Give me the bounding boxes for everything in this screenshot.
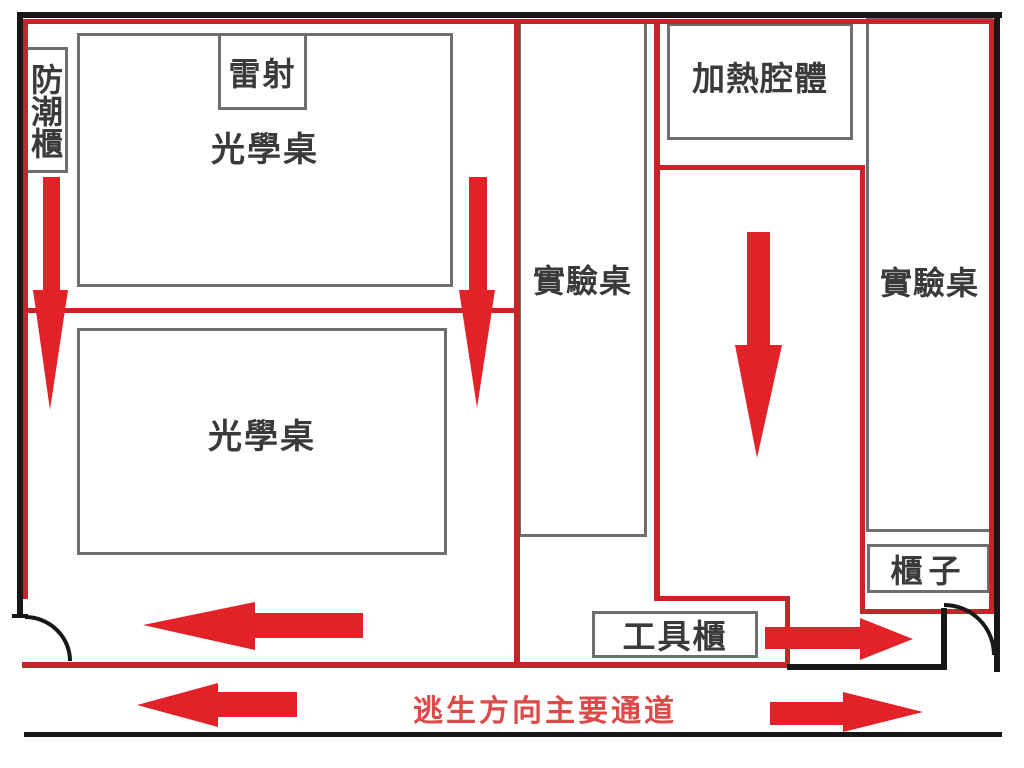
red-wall-middle — [514, 19, 520, 667]
escape-route-label: 逃生方向主要通道 — [413, 695, 677, 728]
red-wall-heating-top — [654, 165, 865, 170]
down-arrow-heating-aisle — [735, 232, 782, 458]
moisture-cabinet-label: 防潮櫃 — [27, 63, 63, 159]
heating-chamber-label: 加熱腔體 — [692, 60, 828, 97]
red-divider-left-room — [23, 308, 520, 313]
wall-left — [17, 12, 23, 618]
laser-box-outline — [218, 33, 307, 110]
door-jamb-right — [941, 608, 947, 668]
laser-label: 雷射 — [228, 56, 297, 92]
door-jamb-left — [12, 614, 28, 618]
down-arrow-left-room-west — [33, 177, 68, 410]
wall-right — [994, 12, 1000, 672]
red-wall-bottom-right — [860, 609, 995, 614]
optical-table-2-outline — [77, 328, 447, 555]
red-wall-heating-left — [654, 19, 660, 601]
tool-cabinet-label: 工具櫃 — [622, 618, 728, 655]
exp-table-mid-label: 實驗桌 — [532, 263, 632, 299]
red-wall-bottom-left — [22, 662, 790, 668]
right-arrow-corridor — [770, 692, 923, 732]
cabinet-label: 櫃子 — [890, 553, 967, 589]
left-arrow-corridor — [137, 683, 297, 727]
cabinet-outline — [867, 544, 990, 593]
heating-chamber-outline — [667, 23, 853, 140]
right-arrow-room-bottom — [765, 618, 913, 660]
optical-table-2-label: 光學桌 — [208, 417, 316, 456]
left-arrow-room-bottom — [143, 602, 363, 650]
tool-cabinet-outline — [592, 611, 758, 658]
red-wall-jog-horizontal — [654, 596, 790, 601]
red-wall-top — [23, 19, 995, 24]
corridor-bottom-line — [24, 732, 1002, 737]
moisture-cabinet-outline — [22, 47, 68, 173]
wall-bottom-middle — [787, 664, 947, 670]
down-arrow-left-room-east — [459, 177, 495, 408]
door-arc-right — [943, 603, 996, 656]
wall-top — [17, 12, 1002, 18]
red-wall-right — [989, 19, 994, 614]
door-arc-left — [24, 615, 72, 662]
optical-table-1-label: 光學桌 — [211, 130, 319, 169]
exp-table-right-label: 實驗桌 — [879, 265, 979, 301]
red-wall-heating-right — [860, 165, 865, 614]
